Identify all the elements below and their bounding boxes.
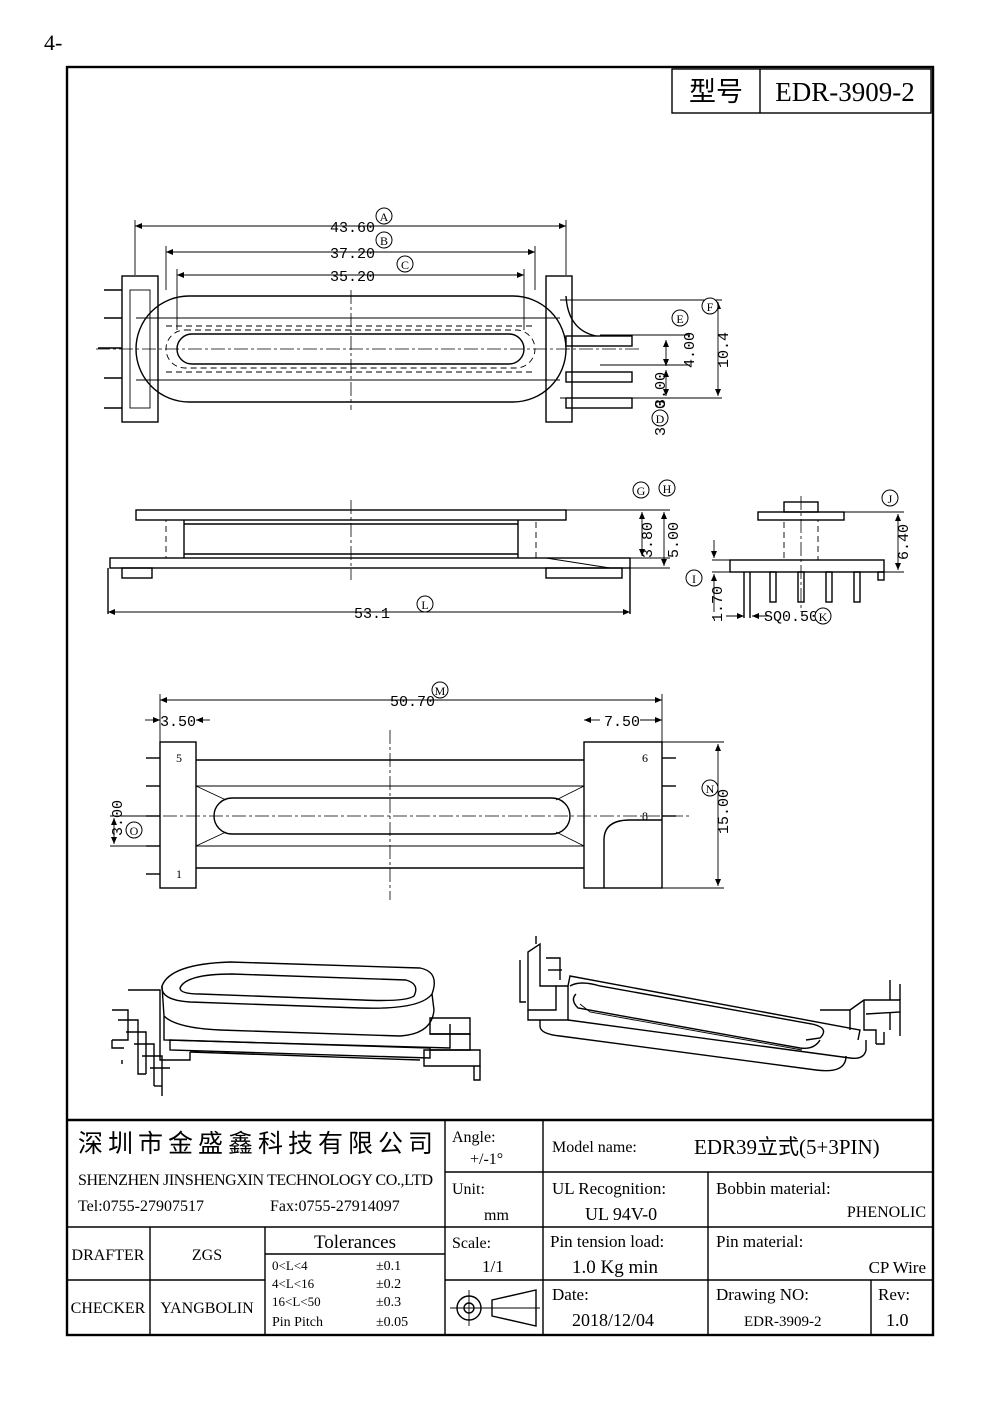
- isometric-view-right: [519, 936, 901, 1072]
- page-number: 4-: [44, 30, 62, 55]
- dim-d-tag: D: [656, 412, 665, 426]
- pin-label-5: 5: [176, 751, 182, 765]
- dim-c-tag: C: [401, 258, 409, 272]
- dim-n-tag: N: [706, 782, 715, 796]
- tolerance-range-3: Pin Pitch: [272, 1315, 323, 1330]
- dim-k-tag: K: [819, 610, 828, 624]
- dim-i-value: 1.70: [710, 586, 727, 622]
- tolerance-range-1: 4<L<16: [272, 1276, 315, 1291]
- bottom-view: 50.70 M 3.50 7.50 5 1 6 8: [110, 681, 733, 900]
- date-value: 2018/12/04: [572, 1310, 654, 1330]
- ul-value: UL 94V-0: [585, 1204, 657, 1224]
- dim-g-tag: G: [637, 484, 646, 498]
- title-block: 深圳市金盛鑫科技有限公司 SHENZHEN JINSHENGXIN TECHNO…: [67, 1118, 933, 1335]
- tolerance-range-0: 0<L<4: [272, 1258, 308, 1273]
- dim-f-tag: F: [707, 300, 714, 314]
- dim-o-tag: O: [130, 824, 139, 838]
- dim-d-value: 3.00: [653, 372, 670, 408]
- dim-b-value: 37.20: [330, 246, 375, 263]
- pin-label-1: 1: [176, 867, 182, 881]
- pin-tension-label: Pin tension load:: [550, 1232, 664, 1251]
- dim-e-value: 4.00: [682, 332, 699, 368]
- dim-l-tag: L: [421, 598, 428, 612]
- checker-label: CHECKER: [71, 1300, 146, 1317]
- tolerance-value-3: ±0.05: [376, 1315, 408, 1330]
- unit-label: Unit:: [452, 1181, 485, 1198]
- rev-label: Rev:: [878, 1285, 910, 1304]
- dim-f-value: 10.4: [716, 332, 733, 368]
- side-view: 6.40 J 1.70 I SQ0.50 K: [685, 489, 913, 626]
- date-label: Date:: [552, 1285, 589, 1304]
- ul-label: UL Recognition:: [552, 1179, 666, 1198]
- dim-c-value: 35.20: [330, 269, 375, 286]
- tolerance-value-2: ±0.3: [376, 1295, 401, 1310]
- dim-h-tag: H: [663, 482, 672, 496]
- bobbin-material-label: Bobbin material:: [716, 1179, 831, 1198]
- scale-value: 1/1: [482, 1257, 504, 1276]
- tolerance-range-2: 16<L<50: [272, 1294, 321, 1309]
- model-name-value: EDR39立式(5+3PIN): [694, 1135, 880, 1159]
- company-name-cn: 深圳市金盛鑫科技有限公司: [78, 1130, 433, 1158]
- unit-value: mm: [484, 1207, 509, 1224]
- dim-m-tag: M: [435, 684, 446, 698]
- dim-o-value: 3.00: [110, 800, 127, 836]
- company-fax: Fax:0755-27914097: [270, 1198, 400, 1215]
- dim-a-value: 43.60: [330, 220, 375, 237]
- pin-tension-value: 1.0 Kg min: [572, 1257, 659, 1278]
- checker-name: YANGBOLIN: [160, 1300, 254, 1317]
- scale-label: Scale:: [452, 1235, 491, 1252]
- drawing-no-label: Drawing NO:: [716, 1285, 809, 1304]
- drafter-name: ZGS: [192, 1247, 222, 1264]
- dim-left-offset: 3.50: [160, 714, 196, 731]
- part-number: EDR-3909-2: [775, 77, 914, 107]
- company-name-en: SHENZHEN JINSHENGXIN TECHNOLOGY CO.,LTD: [78, 1172, 433, 1189]
- drawing-no-value: EDR-3909-2: [744, 1314, 822, 1330]
- dim-b-tag: B: [380, 234, 388, 248]
- dim-a-tag: A: [380, 210, 389, 224]
- part-number-label: 型号: [689, 77, 743, 107]
- dim-k-value: SQ0.50: [764, 609, 818, 626]
- angle-value: +/-1°: [470, 1151, 503, 1168]
- dim-l-value: 53.1: [354, 606, 390, 623]
- drafter-label: DRAFTER: [72, 1247, 145, 1264]
- isometric-view-left: [111, 961, 481, 1096]
- angle-label: Angle:: [452, 1129, 496, 1146]
- dim-h-value: 5.00: [666, 522, 683, 558]
- bobbin-material-value: PHENOLIC: [847, 1204, 926, 1221]
- part-title-box: 型号 EDR-3909-2: [671, 68, 932, 114]
- model-name-label: Model name:: [552, 1139, 637, 1156]
- tolerance-value-0: ±0.1: [376, 1259, 401, 1274]
- dim-right-offset: 7.50: [604, 714, 640, 731]
- rev-value: 1.0: [886, 1310, 909, 1330]
- dim-e-tag: E: [676, 312, 683, 326]
- dim-m-value: 50.70: [390, 694, 435, 711]
- pin-material-value: CP Wire: [869, 1258, 926, 1277]
- pin-material-label: Pin material:: [716, 1232, 803, 1251]
- dim-g-value: 3.80: [640, 522, 657, 558]
- dim-j-value: 6.40: [896, 524, 913, 560]
- dim-j-tag: J: [888, 492, 893, 506]
- drawing-border: [65, 65, 935, 1337]
- tolerances-title: Tolerances: [314, 1232, 396, 1253]
- tolerance-value-1: ±0.2: [376, 1277, 401, 1292]
- front-view: 53.1 L 3.80 5.00 G H: [107, 479, 683, 623]
- dim-n-value: 15.00: [716, 789, 733, 834]
- pin-label-8: 8: [642, 809, 648, 823]
- company-tel: Tel:0755-27907517: [78, 1198, 204, 1215]
- projection-symbol-icon: [450, 1289, 540, 1327]
- pin-label-6: 6: [642, 751, 648, 765]
- top-view: 43.60 A 37.20 B 35.20 C: [96, 207, 733, 436]
- dim-i-tag: I: [692, 572, 696, 586]
